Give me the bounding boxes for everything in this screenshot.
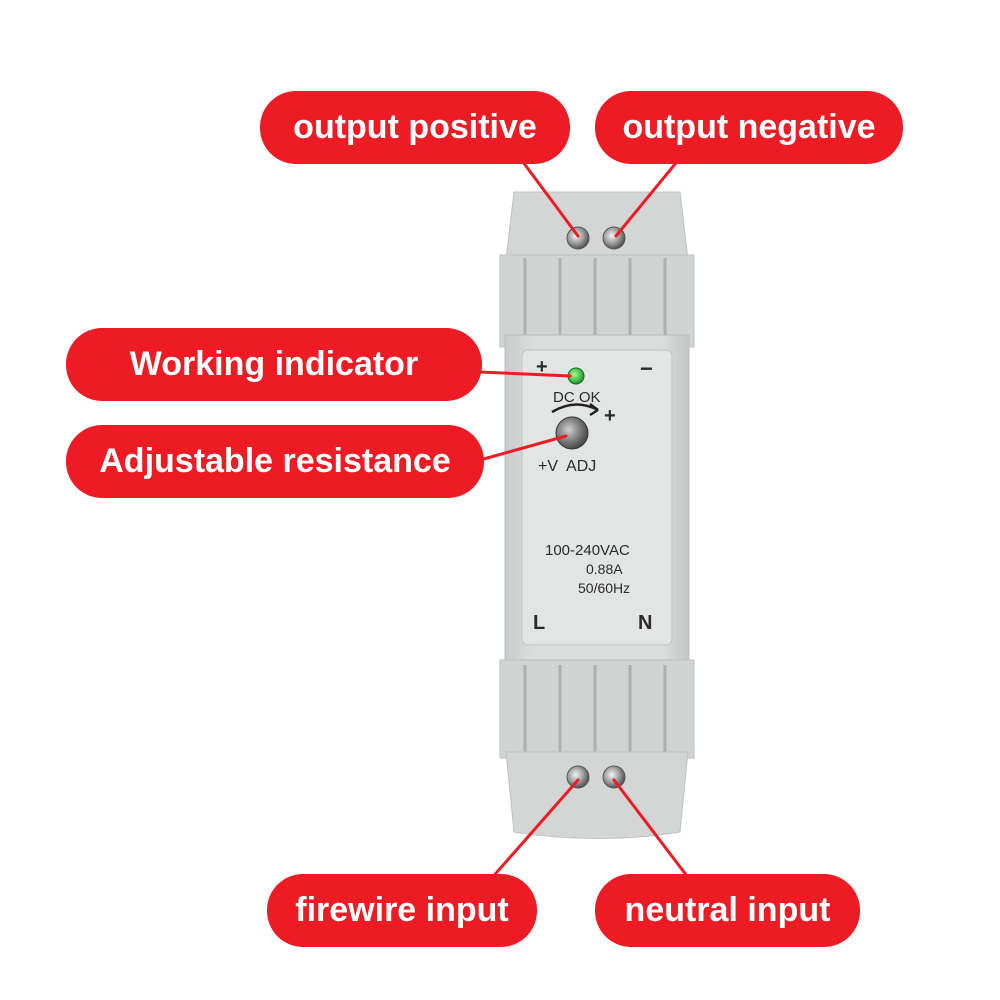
spec-current: 0.88A bbox=[586, 561, 623, 577]
connector-output-negative bbox=[614, 156, 682, 238]
screw-output-positive bbox=[566, 226, 590, 250]
callout-firewire-input: firewire input bbox=[267, 874, 537, 947]
callout-output-negative: output negative bbox=[595, 91, 903, 164]
housing-top-ribs bbox=[499, 254, 695, 348]
connector-firewire-input bbox=[488, 778, 580, 882]
terminal-l-label: L bbox=[533, 612, 546, 634]
screw-input-n bbox=[602, 765, 626, 789]
terminal-minus-label: − bbox=[640, 356, 653, 381]
adjust-knob bbox=[555, 416, 589, 450]
connector-output-positive bbox=[518, 156, 580, 238]
spec-voltage: 100-240VAC bbox=[545, 542, 630, 559]
connector-adjustable-resistance bbox=[478, 434, 568, 462]
terminal-plus-label: + bbox=[536, 356, 548, 378]
connector-neutral-input bbox=[612, 778, 692, 882]
callout-output-positive: output positive bbox=[260, 91, 570, 164]
screw-input-l bbox=[566, 765, 590, 789]
callout-working-indicator: Working indicator bbox=[66, 328, 482, 401]
adjust-label: +V ADJ bbox=[538, 458, 597, 475]
connector-working-indicator bbox=[478, 370, 572, 378]
spec-frequency: 50/60Hz bbox=[578, 580, 631, 596]
callout-neutral-input: neutral input bbox=[595, 874, 860, 947]
callout-adjustable-resistance: Adjustable resistance bbox=[66, 425, 484, 498]
housing-bottom-ribs bbox=[499, 659, 695, 759]
adjust-plus-label: + bbox=[604, 405, 616, 427]
dc-ok-label: DC OK bbox=[553, 389, 601, 406]
terminal-n-label: N bbox=[638, 612, 653, 634]
